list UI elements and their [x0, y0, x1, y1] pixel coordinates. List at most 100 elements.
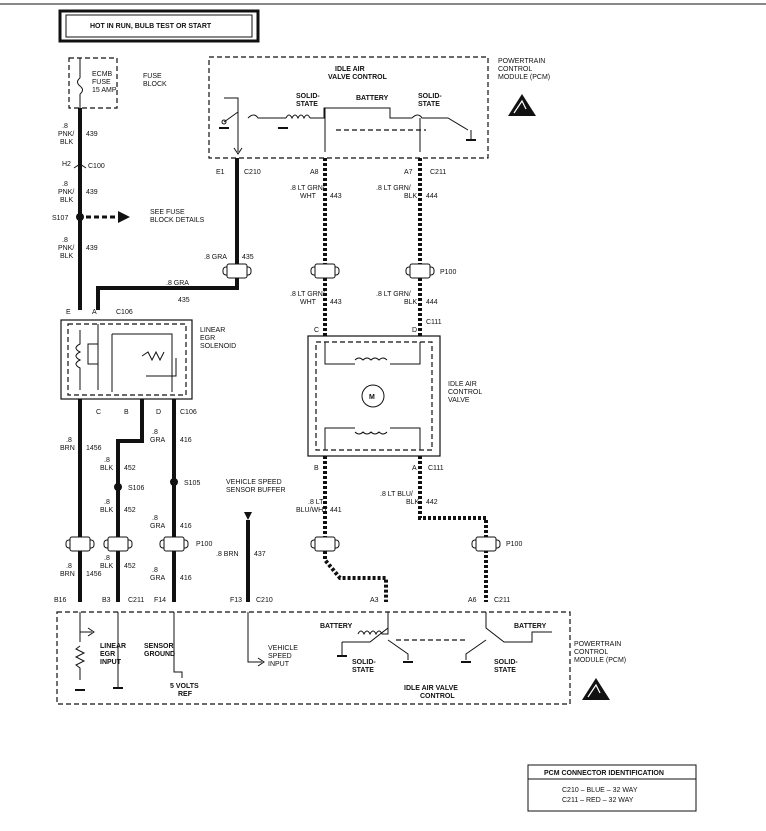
diagram-label: VALVE CONTROL — [328, 74, 388, 81]
diagram-label: S106 — [128, 485, 144, 492]
diagram-label: C210 — [256, 597, 273, 604]
diagram-label: REF — [178, 691, 193, 698]
diagram-label: .8 — [62, 237, 68, 244]
diagram-label: MODULE (PCM) — [574, 657, 626, 664]
s107-splice — [76, 213, 84, 221]
diagram-label: SOLID- — [296, 93, 320, 100]
diagram-label: F14 — [154, 597, 166, 604]
diagram-label: GRA — [150, 437, 166, 444]
diagram-label: A8 — [310, 169, 319, 176]
diagram-label: 444 — [426, 299, 438, 306]
ecmb-fuse: ECMB FUSE 15 AMP FUSE BLOCK — [68, 57, 167, 109]
diagram-label: C106 — [116, 309, 133, 316]
diagram-label: B16 — [54, 597, 67, 604]
diagram-label: .8 — [62, 181, 68, 188]
c100-connector — [73, 163, 87, 169]
supply-label: HOT IN RUN, BULB TEST OR START — [90, 23, 212, 30]
diagram-label: 416 — [180, 437, 192, 444]
diagram-label: BATTERY — [514, 623, 547, 630]
diagram-label: INPUT — [268, 661, 290, 668]
diagram-label: GRA — [150, 575, 166, 582]
diagram-label: E1 — [216, 169, 225, 176]
diagram-label: GRA — [150, 523, 166, 530]
diagram-label: C210 — [244, 169, 261, 176]
diagram-label: BLK — [60, 197, 74, 204]
diagram-label: 435 — [178, 297, 190, 304]
diagram-label: FUSE — [92, 79, 111, 86]
diagram-label: C — [96, 409, 101, 416]
diagram-label: SOLENOID — [200, 343, 236, 350]
diagram-label: PNK/ — [58, 131, 74, 138]
esd-warning-icon — [508, 94, 536, 116]
diagram-label: BRN — [60, 445, 75, 452]
diagram-label: B — [124, 409, 129, 416]
diagram-label: .8 GRA — [166, 280, 189, 287]
diagram-label: C111 — [428, 465, 444, 472]
diagram-label: WHT — [300, 299, 317, 306]
diagram-label: STATE — [494, 667, 516, 674]
diagram-label: C211 — [494, 597, 510, 604]
diagram-label: BRN — [60, 571, 75, 578]
connector-legend: PCM CONNECTOR IDENTIFICATION C210 – BLUE… — [527, 764, 697, 812]
diagram-label: .8 GRA — [204, 254, 227, 261]
diagram-label: P100 — [440, 269, 456, 276]
diagram-label: SOLID- — [494, 659, 518, 666]
wire-441 — [323, 456, 388, 602]
diagram-label: A3 — [370, 597, 379, 604]
diagram-label: B — [314, 465, 319, 472]
diagram-label: SOLID- — [352, 659, 376, 666]
s106-splice — [114, 483, 122, 491]
diagram-label: 435 — [242, 254, 254, 261]
arrow-down-icon — [244, 512, 252, 520]
diagram-label: CONTROL — [498, 66, 532, 73]
diagram-label: STATE — [352, 667, 374, 674]
diagram-label: BLK — [406, 499, 420, 506]
c100-label: C100 — [88, 163, 105, 170]
p100-connector-443 — [310, 263, 340, 279]
diagram-label: .8 LT GRN/ — [290, 291, 325, 298]
esd-warning-icon-bottom — [582, 678, 610, 700]
diagram-label: A — [412, 465, 417, 472]
diagram-label: 443 — [330, 299, 342, 306]
diagram-label: POWERTRAIN — [498, 58, 545, 65]
linear-egr-solenoid: E A C106 LINEAR EGR SOLENOID C B D C106 — [60, 309, 236, 416]
diagram-label: POWERTRAIN — [574, 641, 621, 648]
diagram-label: C111 — [426, 319, 442, 326]
diagram-label: .8 — [104, 457, 110, 464]
diagram-label: BLOCK — [143, 81, 167, 88]
diagram-label: GROUND — [144, 651, 175, 658]
diagram-label: C211 — [128, 597, 144, 604]
diagram-label: BLK — [404, 299, 418, 306]
diagram-label: ECMB — [92, 71, 113, 78]
supply-box: HOT IN RUN, BULB TEST OR START — [58, 9, 260, 43]
wire-452 — [116, 399, 144, 602]
arrow-right-icon — [118, 211, 130, 223]
p100-connectors-lower — [65, 536, 189, 552]
diagram-label: 439 — [86, 245, 98, 252]
diagram-label: IDLE AIR — [335, 66, 365, 73]
diagram-label: C106 — [180, 409, 197, 416]
diagram-label: 439 — [86, 189, 98, 196]
p100-connector-442 — [471, 536, 501, 552]
diagram-label: .8 — [104, 499, 110, 506]
diagram-label: MODULE (PCM) — [498, 74, 550, 81]
diagram-label: D — [412, 327, 417, 334]
diagram-label: BLK — [100, 507, 114, 514]
diagram-label: C211 — [430, 169, 446, 176]
diagram-label: VEHICLE — [268, 645, 298, 652]
diagram-label: 452 — [124, 465, 136, 472]
diagram-label: S105 — [184, 480, 200, 487]
diagram-label: 1456 — [86, 445, 102, 452]
diagram-label: CONTROL — [448, 389, 482, 396]
diagram-label: 416 — [180, 523, 192, 530]
diagram-label: IDLE AIR VALVE — [404, 685, 458, 692]
diagram-label: BATTERY — [320, 623, 353, 630]
diagram-label: .8 LT GRN/ — [290, 185, 325, 192]
diagram-label: .8 — [152, 567, 158, 574]
diagram-label: 441 — [330, 507, 342, 514]
diagram-label: PNK/ — [58, 189, 74, 196]
diagram-label: M — [369, 394, 375, 401]
diagram-label: SOLID- — [418, 93, 442, 100]
diagram-label: STATE — [296, 101, 318, 108]
